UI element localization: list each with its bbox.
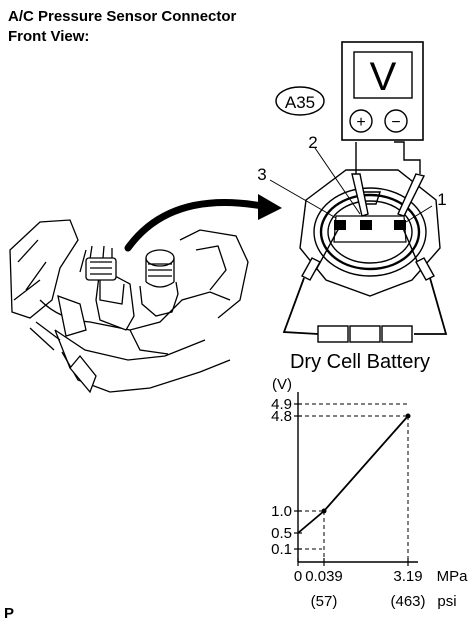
pin-2: [360, 220, 372, 230]
battery-wiring: [282, 277, 448, 335]
pin-2-leader: [314, 147, 361, 215]
voltmeter: [341, 41, 424, 141]
pin-3-label: 3: [257, 165, 266, 184]
engine-illustration: [9, 219, 249, 394]
x-tick-label-secondary: (463): [390, 593, 425, 610]
y-tick-label: 4.9: [271, 396, 292, 413]
page-title: A/C Pressure Sensor Connector: [8, 8, 237, 25]
x-tick-label: 3.19: [393, 568, 422, 585]
x-unit-secondary: psi: [437, 593, 456, 610]
footer-mark: P: [4, 605, 14, 622]
y-tick-label: 0.5: [271, 525, 292, 542]
connector-code: A35: [285, 93, 315, 112]
y-tick-label: 1.0: [271, 503, 292, 520]
x-tick-label: 0.039: [305, 568, 343, 585]
series-line: [297, 415, 409, 534]
dry-cell-battery: [317, 325, 413, 343]
x-tick-label: 0: [294, 568, 302, 585]
test-probes: [301, 141, 435, 281]
pin-1-leader: [405, 205, 433, 223]
pin-2-label: 2: [308, 133, 317, 152]
x-unit-primary: MPa: [437, 568, 469, 585]
sensor-connector: [299, 169, 441, 297]
page-subtitle: Front View:: [8, 28, 90, 45]
data-point: [405, 413, 411, 419]
connector-code-badge: [275, 86, 325, 116]
y-tick-label: 0.1: [271, 541, 292, 558]
meter-minus-label: −: [391, 114, 400, 131]
pin-1: [394, 220, 406, 230]
battery-label: Dry Cell Battery: [290, 351, 430, 373]
pin-3: [334, 220, 346, 230]
pointer-arrow: [124, 194, 282, 252]
plus-terminal-icon: [349, 109, 373, 133]
data-point: [321, 508, 327, 514]
y-tick-label: 4.8: [271, 408, 292, 425]
y-axis-label: (V): [272, 376, 292, 393]
pin-3-leader: [269, 179, 337, 219]
meter-plus-label: +: [356, 114, 365, 131]
pin-1-label: 1: [437, 190, 446, 209]
meter-display-text: V: [370, 55, 397, 99]
x-tick-label-secondary: (57): [311, 593, 338, 610]
minus-terminal-icon: [384, 109, 408, 133]
